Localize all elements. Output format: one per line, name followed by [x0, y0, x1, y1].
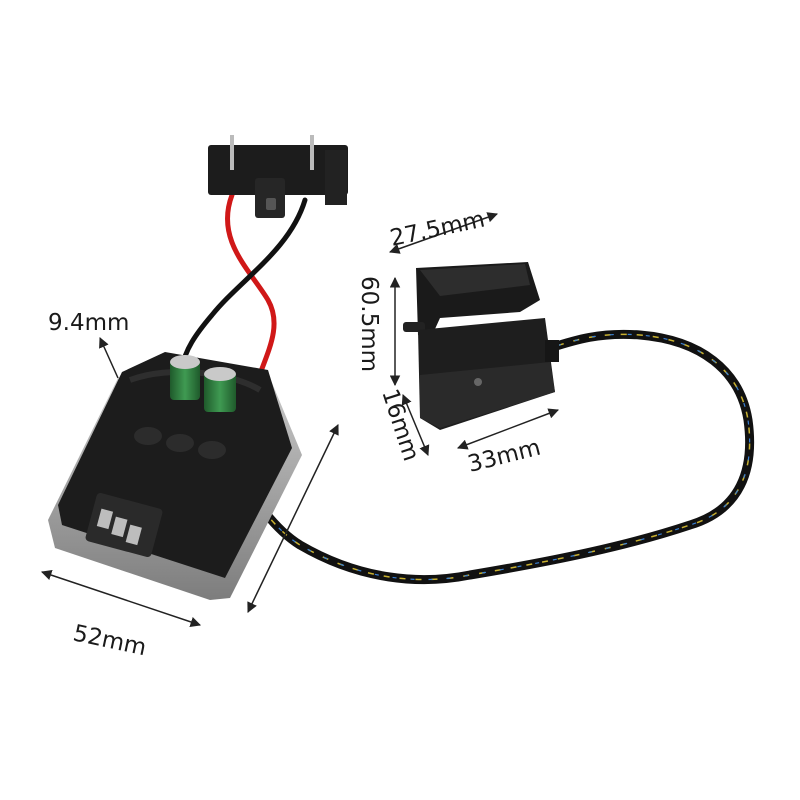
- capacitors: [170, 355, 236, 412]
- label-switch-height: 60.5mm: [356, 276, 382, 372]
- label-switch-depth: 16mm: [376, 386, 424, 464]
- arrow-capacitor-height: [99, 337, 119, 379]
- arrow-board-width: [41, 570, 201, 627]
- label-switch-width: 27.5mm: [388, 206, 487, 251]
- label-capacitor-height: 9.4mm: [48, 310, 129, 336]
- label-board-width: 52mm: [71, 620, 149, 661]
- arrow-switch-width: [389, 212, 498, 254]
- red-wire: [225, 192, 277, 401]
- power-wires: [179, 192, 308, 401]
- black-wire: [179, 197, 308, 371]
- capacitor-right: [204, 367, 236, 412]
- terminal-connector: [208, 135, 348, 218]
- arrow-switch-length: [457, 408, 559, 450]
- measurement-lines: [41, 212, 559, 627]
- arrow-switch-depth: [401, 394, 430, 456]
- arrow-board-diagonal: [247, 424, 339, 613]
- capacitor-left: [170, 355, 200, 400]
- trigger-switch: [403, 262, 559, 430]
- board-socket: [85, 492, 163, 558]
